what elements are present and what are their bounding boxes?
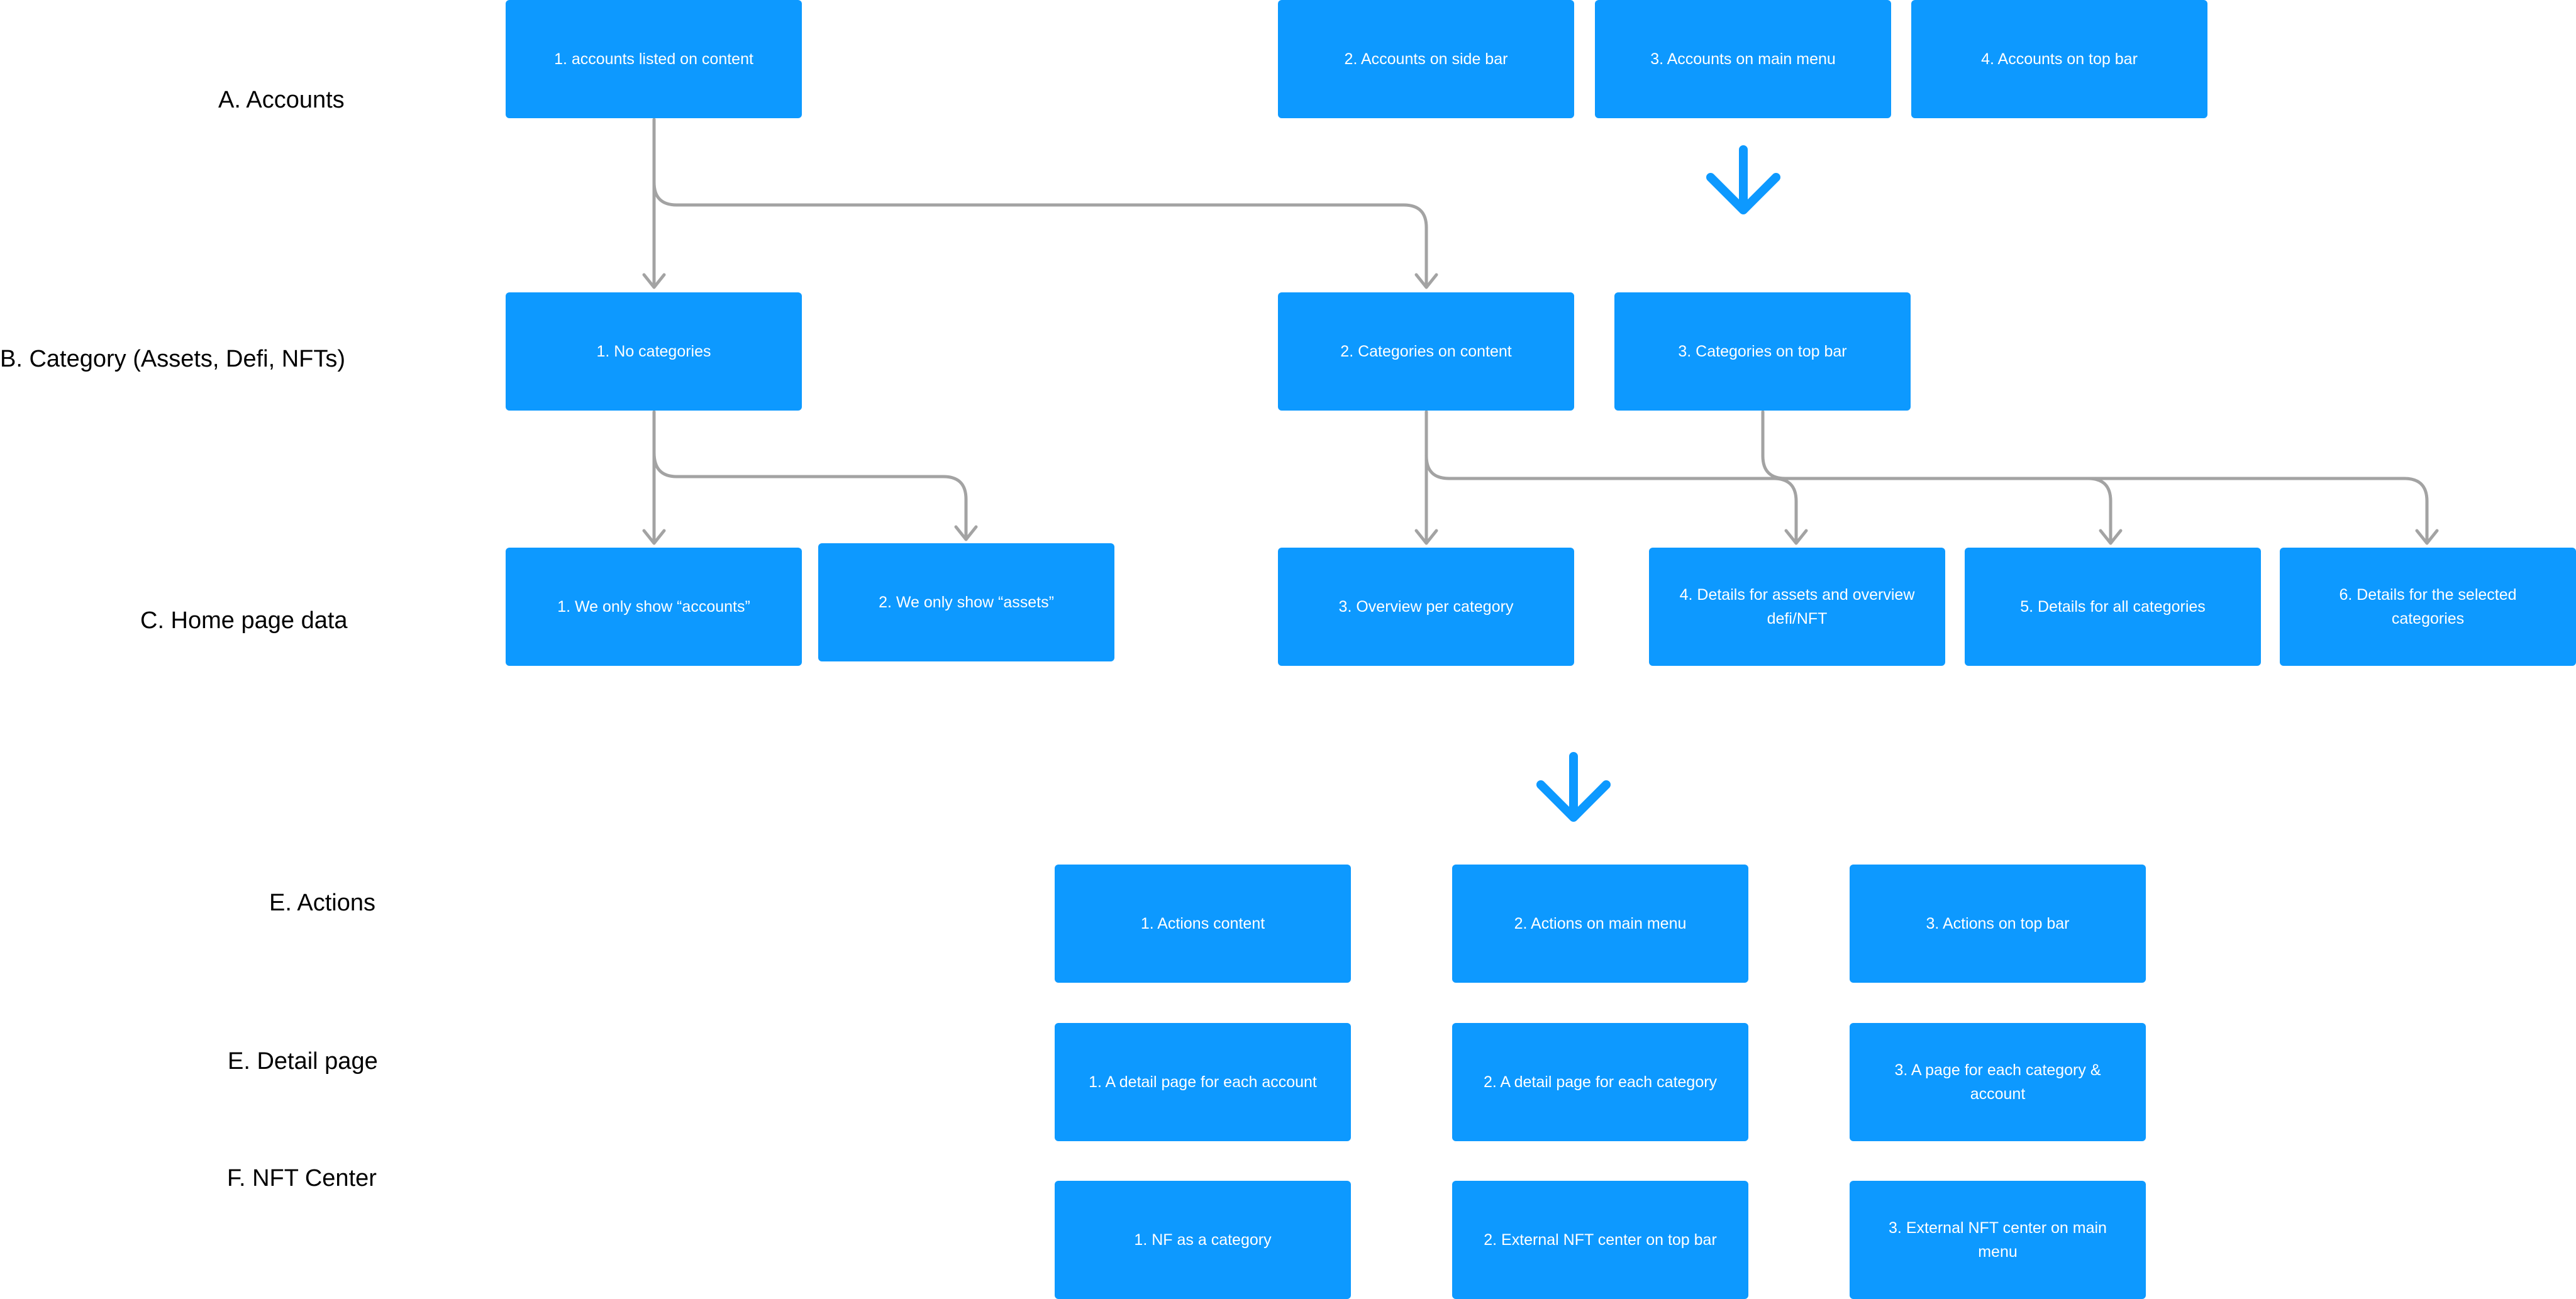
option-page-per-category-and-account[interactable]: 3. A page for each category & account	[1850, 1023, 2146, 1141]
option-accounts-listed-on-content[interactable]: 1. accounts listed on content	[506, 0, 802, 118]
arrowhead-c3	[1414, 529, 1438, 545]
option-overview-per-category[interactable]: 3. Overview per category	[1278, 548, 1574, 666]
option-actions-content[interactable]: 1. Actions content	[1055, 865, 1351, 983]
row-label-nft-center: F. NFT Center	[227, 1165, 377, 1191]
arrowhead-c5	[2099, 529, 2123, 545]
arrowhead-b2	[1414, 273, 1438, 289]
row-label-detail-page: E. Detail page	[228, 1048, 378, 1075]
connector-b3-c456	[1761, 410, 2429, 544]
option-details-assets-overview-defi-nft[interactable]: 4. Details for assets and overview defi/…	[1649, 548, 1945, 666]
connector-b2-c456	[1424, 454, 1798, 544]
connector-b3-c5	[2086, 477, 2112, 544]
down-arrow-icon	[1706, 145, 1780, 214]
arrowhead-b1	[642, 273, 666, 289]
option-actions-on-top-bar[interactable]: 3. Actions on top bar	[1850, 865, 2146, 983]
option-external-nft-center-top-bar[interactable]: 2. External NFT center on top bar	[1452, 1181, 1748, 1299]
row-label-actions: E. Actions	[269, 890, 375, 916]
option-only-assets[interactable]: 2. We only show “assets”	[818, 543, 1114, 661]
row-label-category: B. Category (Assets, Defi, NFTs)	[0, 346, 346, 372]
row-label-accounts: A. Accounts	[218, 87, 345, 113]
option-detail-page-per-category[interactable]: 2. A detail page for each category	[1452, 1023, 1748, 1141]
option-external-nft-center-main-menu[interactable]: 3. External NFT center on main menu	[1850, 1181, 2146, 1299]
option-categories-on-content[interactable]: 2. Categories on content	[1278, 292, 1574, 411]
option-detail-page-per-account[interactable]: 1. A detail page for each account	[1055, 1023, 1351, 1141]
option-accounts-on-side-bar[interactable]: 2. Accounts on side bar	[1278, 0, 1574, 118]
option-accounts-on-main-menu[interactable]: 3. Accounts on main menu	[1595, 0, 1891, 118]
down-arrow-icon	[1536, 752, 1611, 822]
connector-b1-c2	[652, 451, 968, 540]
option-nft-as-category[interactable]: 1. NF as a category	[1055, 1181, 1351, 1299]
option-only-accounts[interactable]: 1. We only show “accounts”	[506, 548, 802, 666]
option-accounts-on-top-bar[interactable]: 4. Accounts on top bar	[1911, 0, 2207, 118]
arrowhead-c6	[2415, 529, 2439, 545]
option-details-selected-categories[interactable]: 6. Details for the selected categories	[2280, 548, 2576, 666]
option-no-categories[interactable]: 1. No categories	[506, 292, 802, 411]
arrowhead-c2	[954, 525, 978, 541]
option-details-all-categories[interactable]: 5. Details for all categories	[1965, 548, 2261, 666]
option-categories-on-top-bar[interactable]: 3. Categories on top bar	[1614, 292, 1911, 411]
option-actions-on-main-menu[interactable]: 2. Actions on main menu	[1452, 865, 1748, 983]
connector-a1-b2	[652, 180, 1428, 288]
row-label-home-page-data: C. Home page data	[140, 607, 348, 634]
arrowhead-c1	[642, 529, 666, 545]
arrowhead-c4	[1784, 529, 1808, 545]
